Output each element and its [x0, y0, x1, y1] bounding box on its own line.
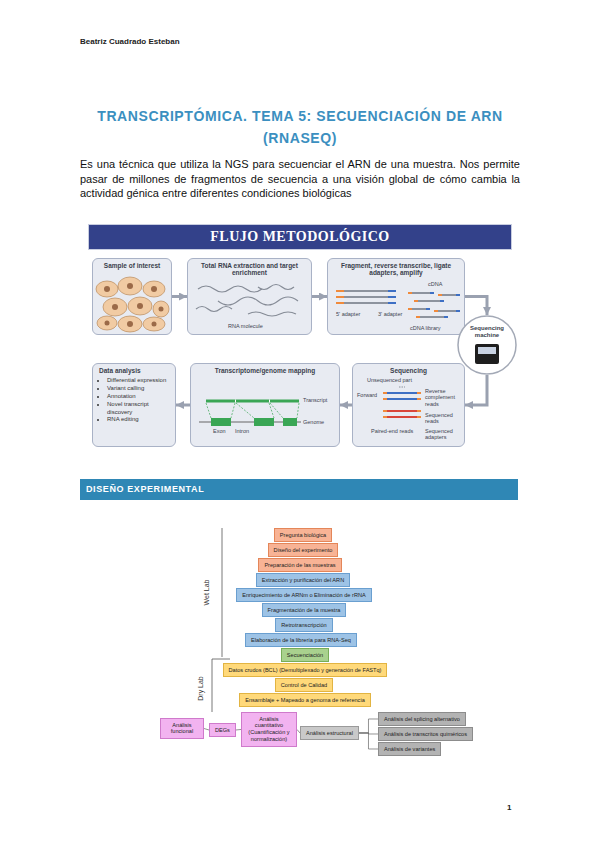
box-label: Análisis de transcritos quiméricos — [384, 731, 467, 738]
box-label: Secuenciación — [287, 652, 323, 659]
box-label: Análisis de variantes — [384, 746, 435, 753]
box-label: Control de Calidad — [281, 682, 327, 689]
mapping-illustration — [191, 364, 341, 448]
box-label: Elaboración de la librería para RNA-Seq — [251, 637, 351, 644]
process-box: Diseño del experimento — [268, 543, 339, 557]
panel-heading: Data analysis — [93, 364, 175, 374]
flow-arrow — [176, 404, 190, 407]
figure-label: Forward — [357, 392, 377, 398]
process-box: Elaboración de la librería para RNA-Seq — [245, 633, 357, 647]
process-box: Extracción y purificación del ARN — [256, 573, 350, 587]
step-panel: Data analysisDifferential expressionVari… — [92, 363, 176, 447]
box-label: Retrotranscripción — [281, 622, 326, 629]
box-label: Pregunta biológica — [280, 532, 326, 539]
flow-arrow — [312, 295, 327, 298]
flow-arrow — [172, 295, 187, 298]
analysis-list: Differential expressionVariant callingAn… — [107, 377, 171, 424]
analysis-box: Análisis cuantitativo (Cuantificación y … — [241, 712, 297, 747]
process-box: Preparación de las muestras — [258, 558, 341, 572]
step-panel: Sample of interest — [92, 258, 172, 335]
page-title: TRANSCRIPTÓMICA. TEMA 5: SECUENCIACIÓN D… — [80, 106, 520, 149]
box-label: Fragmentación de la muestra — [268, 607, 341, 614]
dry-lab-bracket — [212, 659, 213, 712]
sequencer-node: Sequencing machine — [457, 315, 517, 375]
box-label: Análisis del splicing alternativo — [384, 716, 460, 723]
process-box: Retrotranscripción — [275, 618, 332, 632]
list-item: Novel transcript discovery — [107, 401, 171, 417]
panel-heading: Sample of interest — [93, 259, 171, 269]
box-label: Análisis funcional — [166, 722, 198, 736]
sequencer-circle — [457, 315, 517, 375]
figure-label: Reverse complement reads — [425, 388, 463, 407]
figure-label: Intron — [235, 428, 249, 434]
box-label: Enriquecimiento de ARNm o Eliminación de… — [242, 592, 365, 599]
list-item: Differential expression — [107, 377, 171, 385]
author-name: Beatriz Cuadrado Esteban — [80, 37, 180, 46]
connector-line — [359, 733, 378, 749]
step-panel: SequencingUnsequenced partForward Reverse… — [352, 363, 465, 447]
analysis-box: Análisis estructural — [300, 726, 359, 740]
analysis-box: Análisis de transcritos quiméricos — [378, 727, 473, 741]
figure-label: Genome — [303, 419, 324, 425]
process-box: Datos crudos (BCL) (Demultiplexado y gen… — [223, 663, 388, 677]
figure-label: Transcript — [303, 397, 327, 403]
figure-label: 5' adapter — [336, 311, 360, 317]
box-label: DISEÑO EXPERIMENTAL — [80, 479, 518, 499]
process-box: Pregunta biológica — [274, 528, 332, 542]
process-box: Control de Calidad — [275, 678, 333, 692]
process-box: Fragmentación de la muestra — [262, 603, 347, 617]
figure-label: Unsequenced part — [367, 377, 412, 383]
figure-label: 3' adapter — [378, 311, 402, 317]
step-panel: Fragment, reverse transcribe, ligate ada… — [327, 258, 465, 335]
list-item: Variant calling — [107, 385, 171, 393]
process-box: Secuenciación — [281, 648, 329, 662]
box-label: Diseño del experimento — [274, 547, 333, 554]
section-band: DISEÑO EXPERIMENTAL — [80, 479, 518, 500]
analysis-box: Análisis de variantes — [378, 742, 441, 756]
step-panel: Transcriptome/genome mappingTranscriptEx… — [190, 363, 340, 447]
figure-label: Sequenced adapters — [425, 428, 463, 441]
figure-banner: FLUJO METODOLÓGICO — [88, 224, 512, 250]
list-item: RNA editing — [107, 416, 171, 424]
list-item: Annotation — [107, 393, 171, 401]
analysis-box: Análisis funcional — [160, 718, 204, 739]
flow-arrow — [340, 404, 352, 407]
connector-line — [359, 719, 378, 733]
box-label: Análisis cuantitativo (Cuantificación y … — [247, 716, 291, 744]
figure-label: cDNA — [428, 281, 442, 287]
box-label: DEGs — [215, 727, 230, 734]
cells-illustration — [93, 259, 173, 336]
flow-arrow — [465, 297, 487, 316]
box-label: Análisis estructural — [306, 730, 353, 737]
box-label: Preparación de las muestras — [264, 562, 335, 569]
process-box: Enriquecimiento de ARNm o Eliminación de… — [236, 588, 371, 602]
box-label: FLUJO METODOLÓGICO — [210, 229, 389, 245]
panel-heading: Sequencing — [353, 364, 464, 374]
box-label: Extracción y purificación del ARN — [262, 577, 344, 584]
box-label: Datos crudos (BCL) (Demultiplexado y gen… — [229, 667, 382, 674]
process-box: Ensamblaje + Mapeado a genoma de referen… — [239, 693, 371, 707]
dry-lab-bracket — [212, 659, 230, 660]
section-label: Wet Lab — [203, 579, 210, 605]
intro-paragraph: Es una técnica que utiliza la NGS para s… — [80, 157, 520, 201]
panel-heading: Total RNA extraction and target enrichme… — [188, 259, 311, 277]
figure-label: Sequencing machine — [463, 325, 511, 339]
section-label: Dry Lab — [196, 676, 203, 701]
figure-label: Paired-end reads — [371, 428, 413, 434]
figure-label: cDNA library — [410, 325, 441, 331]
flow-arrow — [465, 375, 487, 405]
page-number: 1 — [507, 803, 511, 812]
step-panel: Total RNA extraction and target enrichme… — [187, 258, 312, 335]
panel-heading: Fragment, reverse transcribe, ligate ada… — [328, 259, 464, 277]
wet-lab-bracket — [222, 528, 223, 657]
reads-illustration — [353, 364, 466, 448]
figure-label: Exon — [213, 428, 226, 434]
panel-heading: Transcriptome/genome mapping — [191, 364, 339, 374]
figure-label: Sequenced reads — [425, 412, 463, 425]
box-label: Ensamblaje + Mapeado a genoma de referen… — [245, 697, 365, 704]
figure-label: RNA molecule — [228, 323, 263, 329]
analysis-box: Análisis del splicing alternativo — [378, 712, 466, 726]
analysis-box: DEGs — [209, 723, 236, 737]
